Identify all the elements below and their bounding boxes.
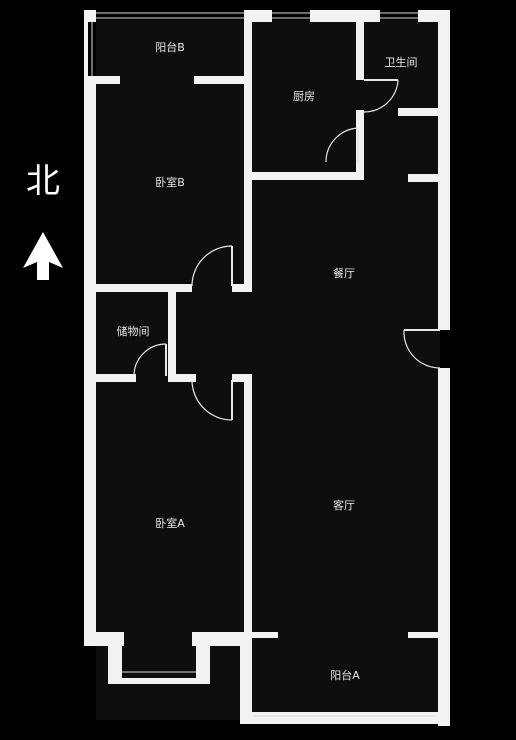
room-label-living: 客厅 [333,498,355,512]
door-bathroom-swing [363,79,399,113]
doors [133,79,441,421]
wall-dining-nub [408,174,438,182]
door-bedroom-a-swing [191,379,233,421]
wall-bath-bottom [398,108,446,116]
wall-kitchen-left [244,10,252,292]
door-bedroom-b-swing [191,245,233,287]
wall-storage-bottom [96,374,136,382]
wall-right-lower [438,368,450,726]
room-label-balcony-b: 阳台B [155,40,185,54]
room-label-balcony-a: 阳台A [330,668,360,682]
floor-area [96,20,440,720]
walls [84,10,450,726]
wall-balcony-a-bottom [240,712,450,724]
room-labels: 阳台B 厨房 卫生间 卧室B 餐厅 储物间 客厅 卧室A 阳台A [117,40,418,682]
wall-bedroom-b-bottom-right [232,284,252,292]
wall-bay-left [108,640,122,684]
room-label-storage: 储物间 [117,324,150,338]
wall-bedroom-a-right [244,374,252,720]
wall-balcony-a-left [240,644,244,714]
wall-storage-right [168,284,176,380]
wall-kitchen-bottom [252,172,364,180]
compass: 北 [23,162,63,280]
wall-living-balcony-left [248,632,278,638]
wall-right-upper [438,10,450,330]
wall-corner-nw [84,10,96,22]
wall-kitchen-bath-top [356,10,364,80]
room-label-kitchen: 厨房 [293,90,315,103]
compass-label: 北 [26,162,60,202]
wall-bedroom-a-top [168,374,196,382]
wall-balcony-b-left [84,20,88,76]
wall-balcony-b-bottom-right [194,76,248,84]
wall-kitchen-bath-bottom [356,110,364,180]
door-kitchen-swing [325,127,359,163]
wall-balcony-b-bottom-left [84,76,120,84]
wall-living-balcony-right [408,632,440,638]
door-storage-swing [133,343,167,377]
wall-bay-right [196,640,210,684]
wall-bay-bottom [108,678,210,684]
room-label-bathroom: 卫生间 [385,55,418,69]
wall-top-kitchen [310,10,380,22]
room-label-bedroom-b: 卧室B [155,175,185,189]
north-arrow-icon [23,232,63,280]
wall-bedroom-a-top-right [232,374,248,382]
wall-bedroom-b-bottom [96,284,192,292]
room-label-dining: 餐厅 [333,266,355,280]
room-label-bedroom-a: 卧室A [155,516,185,530]
door-entrance-swing [403,329,441,369]
wall-left-outer [84,76,96,646]
